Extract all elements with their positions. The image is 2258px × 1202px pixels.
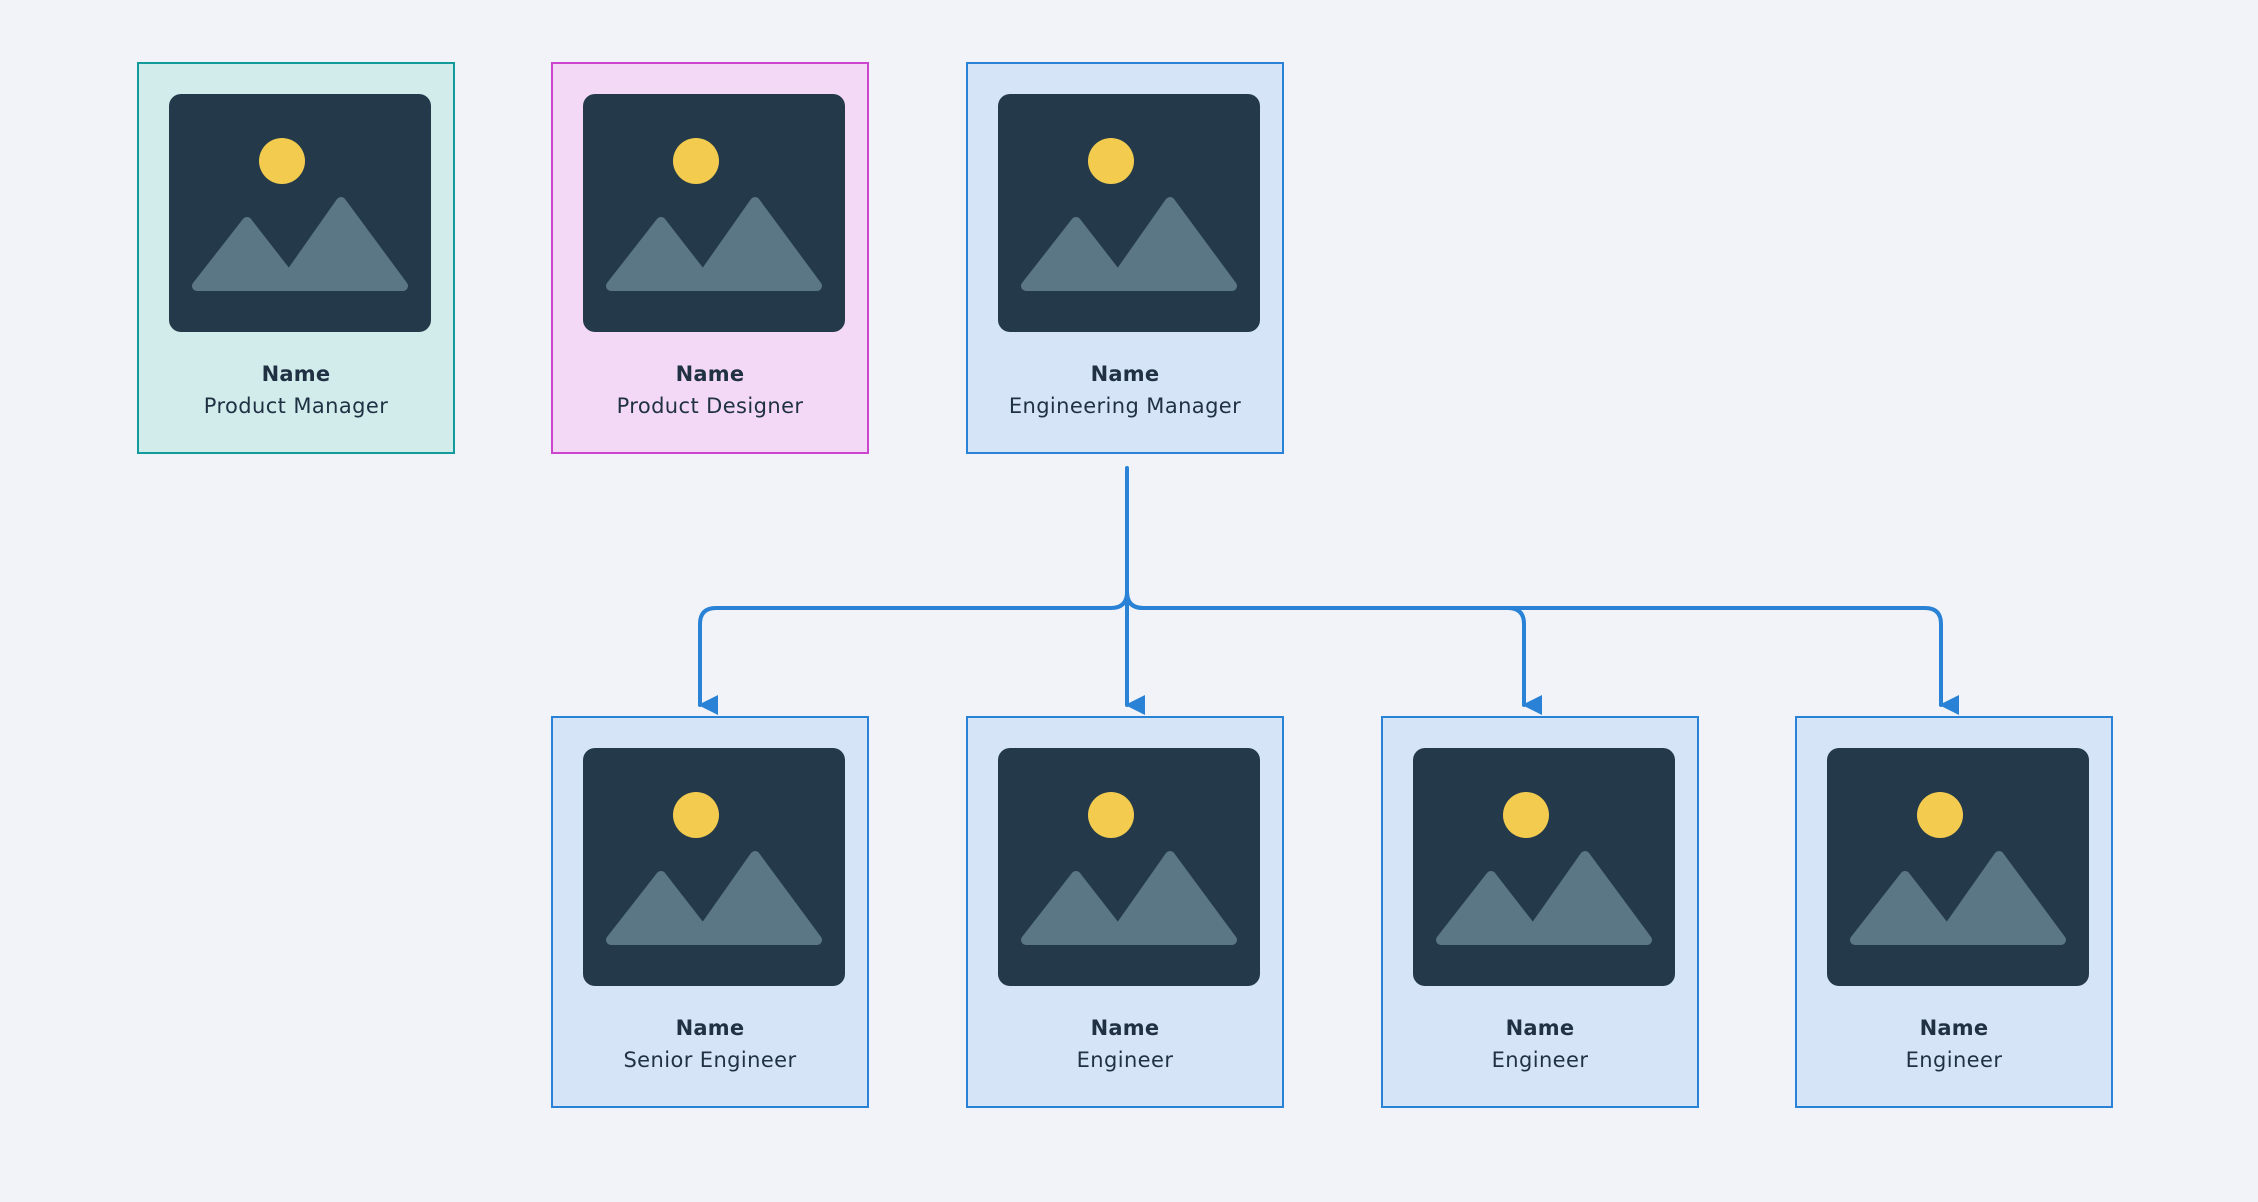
card-engineer-3[interactable]: Name Engineer — [1795, 716, 2113, 1108]
person-name: Name — [1090, 362, 1160, 386]
card-product-designer[interactable]: Name Product Designer — [551, 62, 869, 454]
person-role: Product Manager — [203, 394, 389, 418]
image-placeholder-icon — [1413, 748, 1675, 986]
person-role: Engineer — [1076, 1048, 1174, 1072]
person-name: Name — [1090, 1016, 1160, 1040]
card-product-manager[interactable]: Name Product Manager — [137, 62, 455, 454]
image-placeholder-icon — [1827, 748, 2089, 986]
person-name: Name — [1505, 1016, 1575, 1040]
image-placeholder-icon — [169, 94, 431, 332]
connector-to-engineer-3 — [1125, 590, 1959, 715]
person-name: Name — [675, 1016, 745, 1040]
person-role: Product Designer — [616, 394, 804, 418]
image-placeholder-icon — [998, 748, 1260, 986]
person-name: Name — [1919, 1016, 1989, 1040]
person-role: Senior Engineer — [623, 1048, 797, 1072]
person-role: Engineer — [1905, 1048, 2003, 1072]
card-engineer-2[interactable]: Name Engineer — [1381, 716, 1699, 1108]
card-engineer-1[interactable]: Name Engineer — [966, 716, 1284, 1108]
person-role: Engineer — [1491, 1048, 1589, 1072]
card-engineering-manager[interactable]: Name Engineering Manager — [966, 62, 1284, 454]
card-senior-engineer[interactable]: Name Senior Engineer — [551, 716, 869, 1108]
image-placeholder-icon — [998, 94, 1260, 332]
person-role: Engineering Manager — [1008, 394, 1242, 418]
image-placeholder-icon — [583, 748, 845, 986]
connector-to-senior-engineer — [698, 590, 1129, 715]
person-name: Name — [261, 362, 331, 386]
person-name: Name — [675, 362, 745, 386]
image-placeholder-icon — [583, 94, 845, 332]
